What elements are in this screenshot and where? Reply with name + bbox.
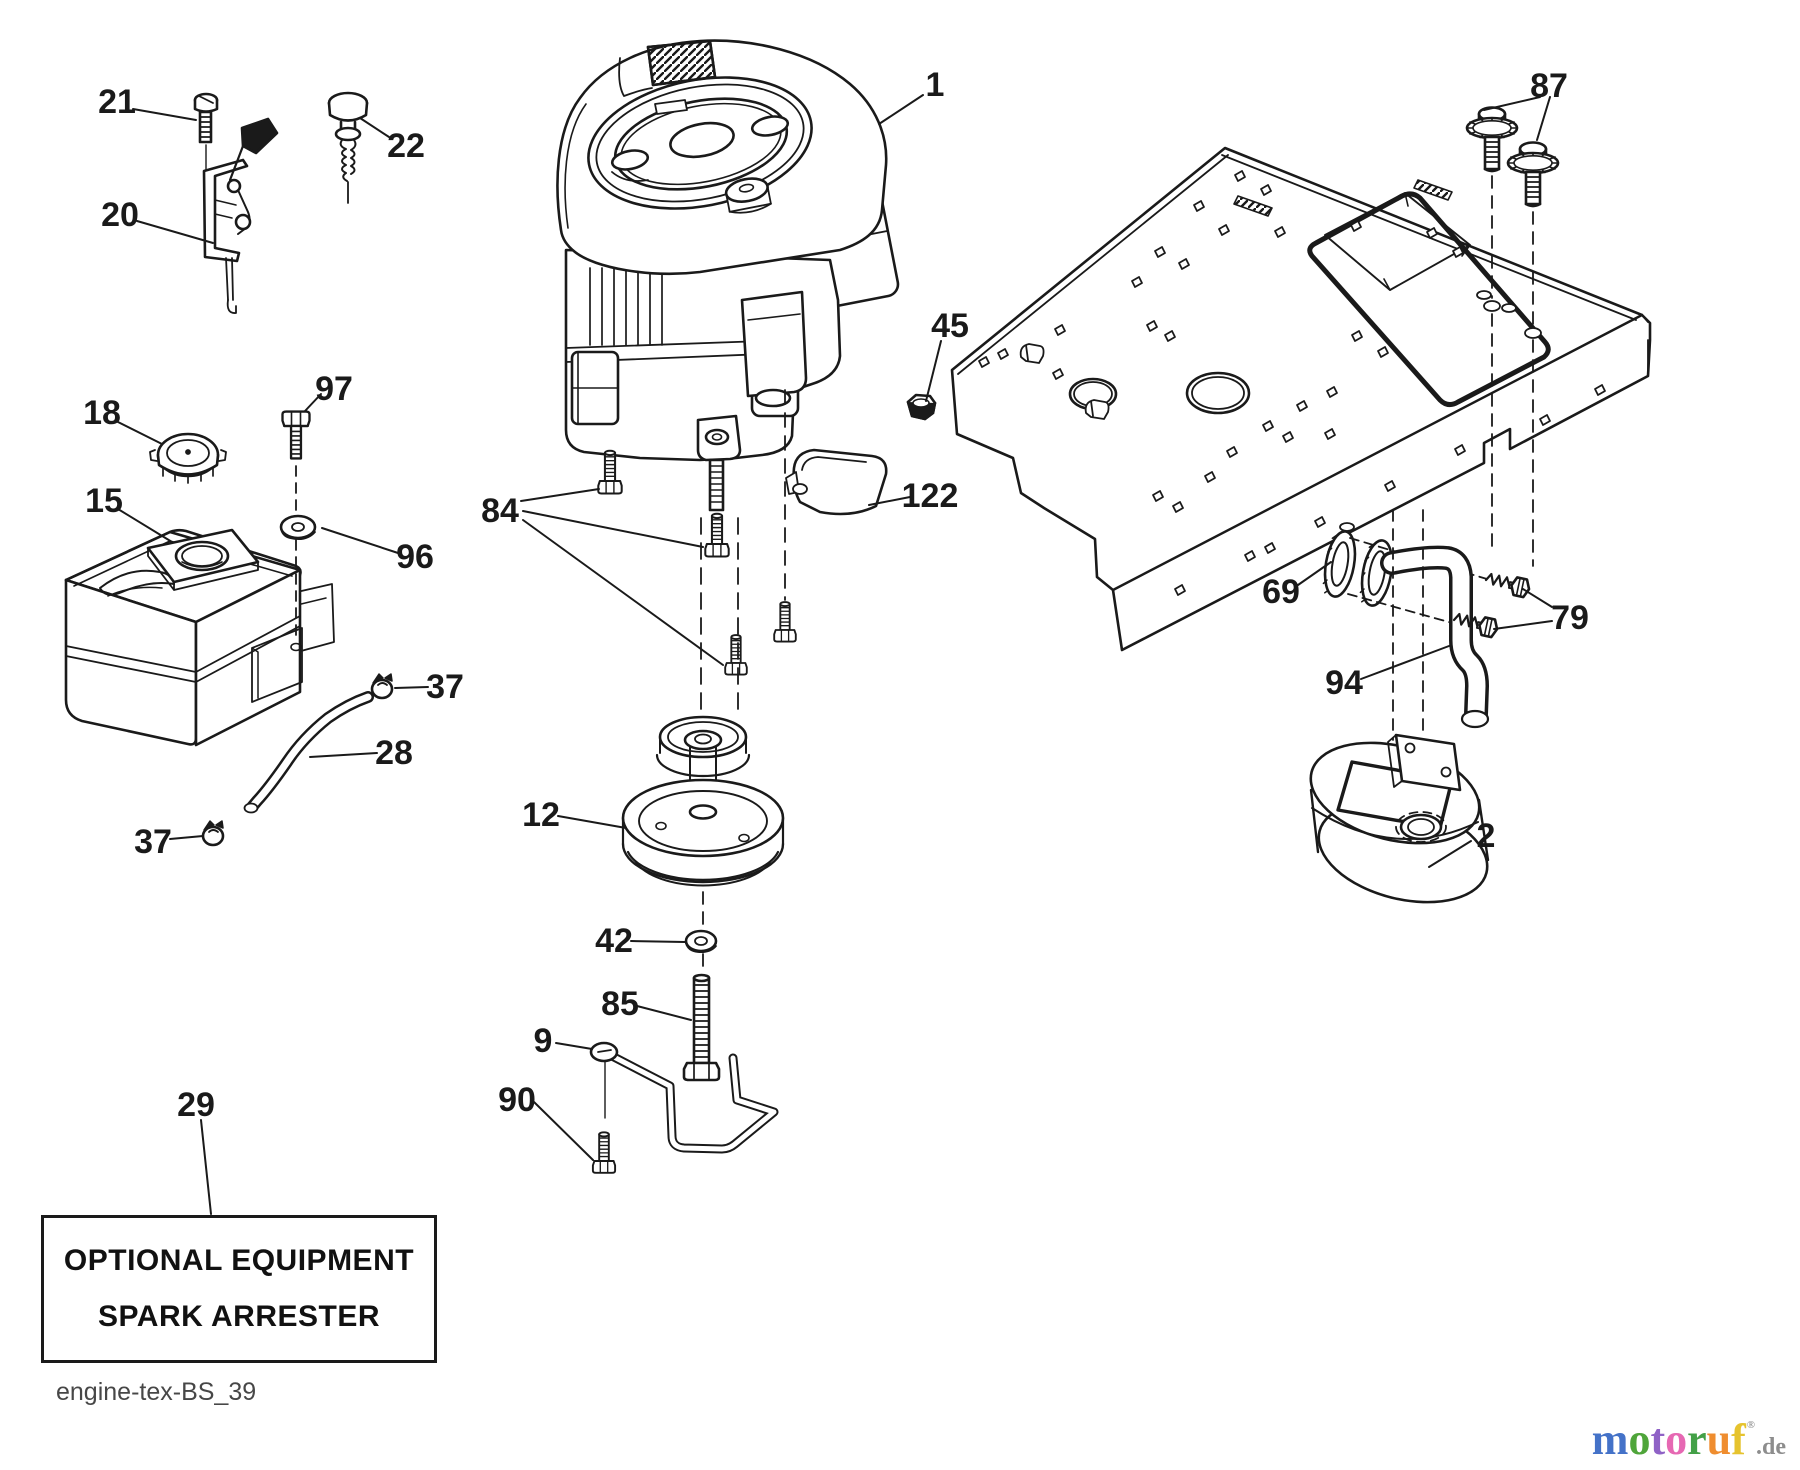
part-label-79-22: 79: [1551, 599, 1589, 637]
belt-guide-rod-9: [589, 1041, 779, 1154]
part-label-29-15: 29: [177, 1086, 215, 1124]
optional-equipment-title: OPTIONAL EQUIPMENT: [63, 1244, 415, 1277]
part-label-97-4: 97: [315, 370, 353, 408]
part-label-84-18: 84: [481, 492, 519, 530]
leader-line-37: [169, 835, 204, 840]
hose-clamp-37-lower: [201, 819, 225, 847]
spark-arrester-label: SPARK ARRESTER: [97, 1300, 381, 1333]
logo-letter: r: [1687, 1415, 1707, 1464]
throttle-screw-21: [193, 92, 219, 197]
leader-line-9: [555, 1042, 593, 1050]
part-label-21-0: 21: [98, 83, 136, 121]
part-label-28-8: 28: [375, 734, 413, 772]
heat-shield-122: [785, 448, 888, 516]
leader-line-22: [359, 117, 390, 138]
part-label-122-19: 122: [902, 477, 959, 515]
engine-pulley-assembly-12: [621, 715, 785, 973]
leader-line-87: [1536, 96, 1551, 141]
fuel-cap-18: [149, 432, 227, 484]
part-label-9-13: 9: [534, 1022, 553, 1060]
leader-line-84: [522, 519, 724, 666]
tank-bolt-97: [281, 410, 311, 641]
leader-line-69: [1297, 561, 1332, 586]
leader-line-29: [200, 1119, 212, 1215]
leader-line-37: [394, 686, 429, 689]
leader-lines: [115, 94, 1553, 1215]
part-label-85-12: 85: [601, 985, 639, 1023]
fuel-hose-28: [243, 691, 374, 814]
leader-line-79: [1493, 620, 1553, 630]
logo-letter: o: [1665, 1415, 1688, 1464]
leader-line-87: [1483, 96, 1541, 111]
flange-screws-87: [1465, 106, 1560, 567]
leader-line-28: [309, 752, 378, 758]
leader-line-2: [1428, 840, 1472, 868]
throttle-control-bracket-20: [202, 117, 279, 314]
part-label-94-23: 94: [1325, 664, 1363, 702]
logo-domain-suffix: .de: [1756, 1434, 1786, 1460]
part-label-87-20: 87: [1530, 67, 1568, 105]
leader-line-45: [925, 340, 942, 402]
leader-line-122: [868, 496, 911, 506]
part-label-37-9: 37: [134, 823, 172, 861]
leader-line-20: [136, 220, 214, 244]
part-label-2-24: 2: [1477, 817, 1496, 855]
part-number-labels: 21 22 20 18 97 15 96 37 28 37 12 42 85 9 90 29 1 45 84 122 8…: [83, 66, 1589, 1124]
part-label-12-10: 12: [522, 796, 560, 834]
leader-line-84: [522, 510, 704, 548]
part-label-15-5: 15: [85, 482, 123, 520]
pulley-bolt-85: [682, 973, 721, 1082]
logo-letter: o: [1628, 1415, 1651, 1464]
leader-line-90: [533, 1101, 594, 1161]
leader-line-15: [117, 508, 173, 543]
guide-bolt-90: [591, 1131, 617, 1174]
choke-knob-22: [327, 91, 369, 204]
leader-line-12: [557, 815, 627, 829]
logo-letter: t: [1650, 1415, 1666, 1464]
logo-letter: f: [1731, 1415, 1746, 1464]
leader-line-84: [520, 488, 600, 502]
hose-clamp-37-upper: [370, 672, 394, 700]
drawing-code: engine-tex-BS_39: [56, 1378, 257, 1406]
leader-line-85: [636, 1005, 692, 1021]
part-label-96-6: 96: [396, 538, 434, 576]
part-label-22-1: 22: [387, 127, 425, 165]
fuel-tank-15: [64, 528, 303, 747]
muffler-2: [1309, 509, 1490, 904]
leader-line-94: [1360, 645, 1450, 680]
part-label-69-21: 69: [1262, 573, 1300, 611]
leader-line-79: [1522, 588, 1553, 608]
logo-trademark: ®: [1746, 1419, 1755, 1431]
leader-line-18: [115, 420, 163, 445]
chassis-plate: [950, 146, 1652, 652]
leader-line-21: [132, 108, 197, 121]
part-label-90-14: 90: [498, 1081, 536, 1119]
logo-wordmark: motoruf: [1592, 1418, 1746, 1462]
pulley-washer-42: [684, 929, 718, 954]
leader-line-1: [878, 94, 924, 125]
part-label-18-3: 18: [83, 394, 121, 432]
exhaust-pipe-94: [1380, 545, 1490, 729]
leader-line-96: [321, 527, 399, 554]
keps-nut-45: [906, 393, 937, 421]
crankshaft-alignment-lines: [700, 517, 739, 713]
tank-washer-96: [279, 514, 317, 541]
part-label-1-16: 1: [926, 66, 945, 104]
engine-mounting-bolts-84: [597, 389, 797, 676]
part-label-37-7: 37: [426, 668, 464, 706]
part-label-45-17: 45: [931, 307, 969, 345]
logo-letter: u: [1706, 1415, 1732, 1464]
part-label-42-11: 42: [595, 922, 633, 960]
engine-assembly: [556, 39, 900, 512]
logo-letter: m: [1591, 1415, 1629, 1464]
optional-equipment-box: OPTIONAL EQUIPMENT SPARK ARRESTER: [41, 1215, 437, 1363]
leader-line-97: [304, 393, 322, 412]
leader-line-42: [630, 940, 686, 943]
motoruf-logo: motoruf®.de: [1592, 1418, 1786, 1462]
part-label-20-2: 20: [101, 196, 139, 234]
